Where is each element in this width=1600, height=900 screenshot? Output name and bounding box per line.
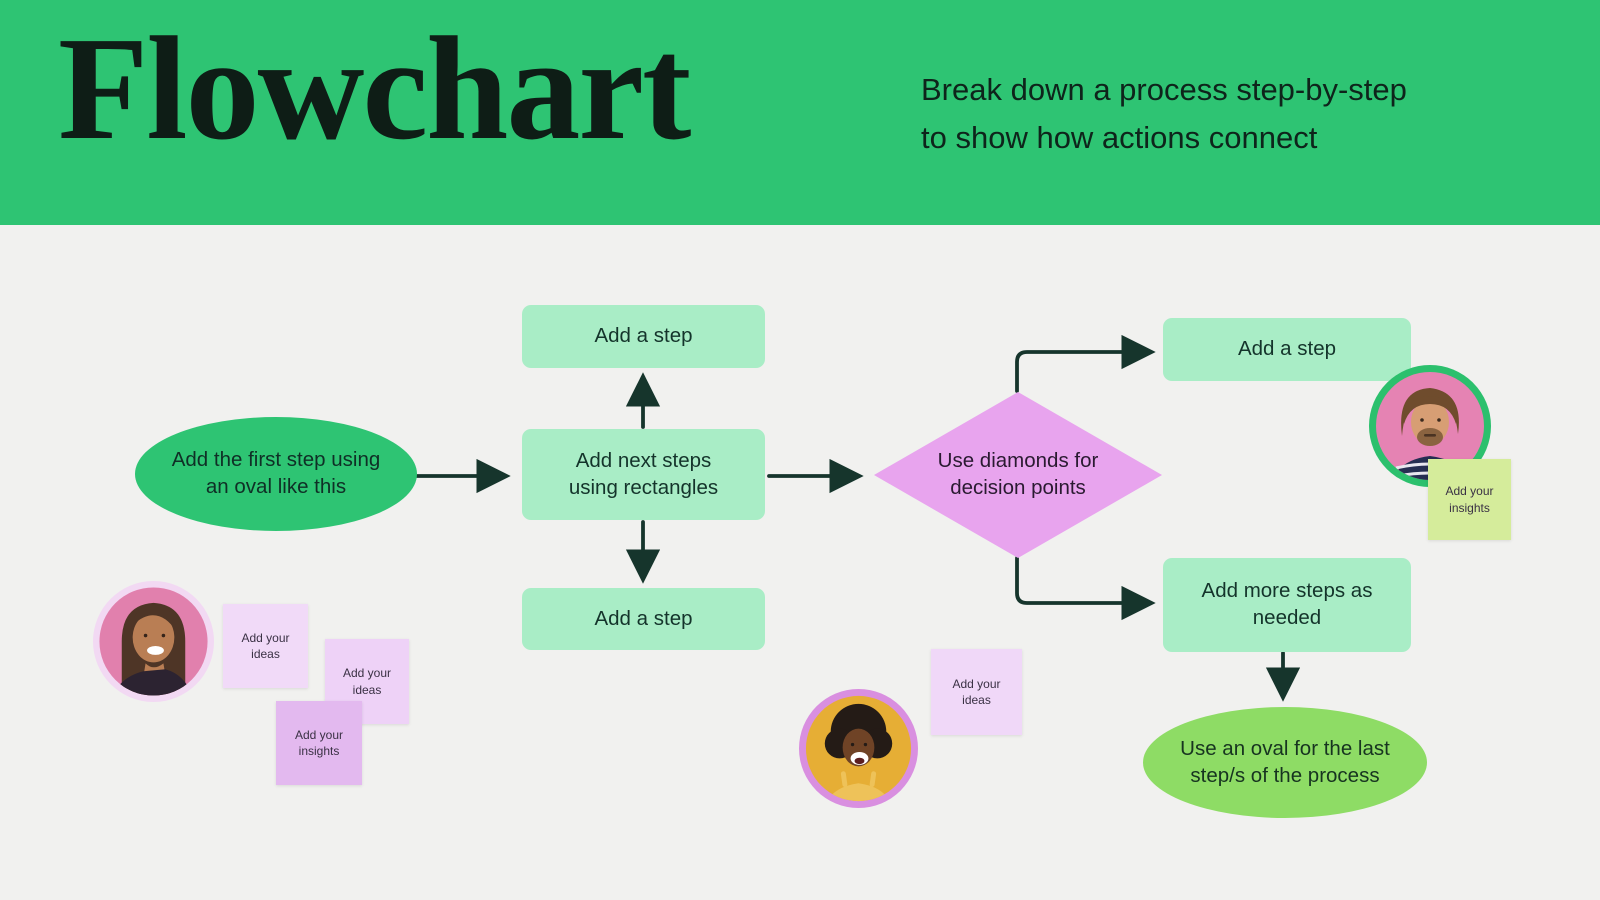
- header-banner: Flowchart Break down a process step-by-s…: [0, 0, 1600, 225]
- avatar-woman-long-hair[interactable]: [92, 580, 215, 703]
- sticky-text: Add your ideas: [952, 676, 1001, 707]
- avatar-man-beard[interactable]: [1368, 364, 1492, 488]
- page-subtitle: Break down a process step-by-step to sho…: [921, 66, 1407, 162]
- node-label: Add a step: [594, 324, 693, 348]
- node-label: Add the first step using an oval like th…: [171, 448, 381, 498]
- sticky-note-ideas-3[interactable]: Add your ideas: [931, 649, 1022, 735]
- man-beard-avatar-icon: [1369, 365, 1491, 487]
- sticky-text: Add your insights: [1445, 484, 1494, 515]
- sticky-note-ideas-1[interactable]: Add your ideas: [223, 604, 308, 688]
- node-label: Use diamonds for decision points: [937, 449, 1099, 499]
- node-label: Add a step: [594, 606, 693, 630]
- node-last-step-oval[interactable]: Use an oval for the last step/s of the p…: [1143, 707, 1427, 818]
- node-add-step-bottom[interactable]: Add a step: [522, 588, 765, 650]
- sticky-note-insights-1[interactable]: Add your insights: [276, 701, 362, 785]
- avatar-woman-afro[interactable]: [798, 688, 919, 809]
- connector-diamond-to-step-right[interactable]: [1015, 334, 1156, 393]
- subtitle-line-2: to show how actions connect: [921, 120, 1318, 155]
- node-first-step-oval[interactable]: Add the first step using an oval like th…: [135, 417, 417, 531]
- node-add-step-right[interactable]: Add a step: [1163, 318, 1411, 381]
- node-label: Use an oval for the last step/s of the p…: [1180, 736, 1390, 787]
- node-add-step-top[interactable]: Add a step: [522, 305, 765, 368]
- node-label: Add next steps using rectangles: [568, 448, 719, 499]
- sticky-text: Add your insights: [294, 727, 344, 758]
- woman-long-hair-avatar-icon: [92, 580, 215, 703]
- node-more-steps-rect[interactable]: Add more steps as needed: [1163, 558, 1411, 652]
- sticky-note-insights-2[interactable]: Add your insights: [1428, 459, 1511, 540]
- node-next-steps-rect[interactable]: Add next steps using rectangles: [522, 429, 765, 520]
- subtitle-line-1: Break down a process step-by-step: [921, 72, 1407, 107]
- sticky-text: Add your ideas: [241, 630, 290, 661]
- connector-diamond-to-more-steps[interactable]: [1015, 556, 1156, 621]
- node-label: Add a step: [1237, 337, 1336, 361]
- sticky-text: Add your ideas: [342, 666, 392, 697]
- woman-afro-avatar-icon: [798, 688, 919, 809]
- node-label: Add more steps as needed: [1201, 579, 1373, 629]
- page-title: Flowchart: [58, 7, 691, 171]
